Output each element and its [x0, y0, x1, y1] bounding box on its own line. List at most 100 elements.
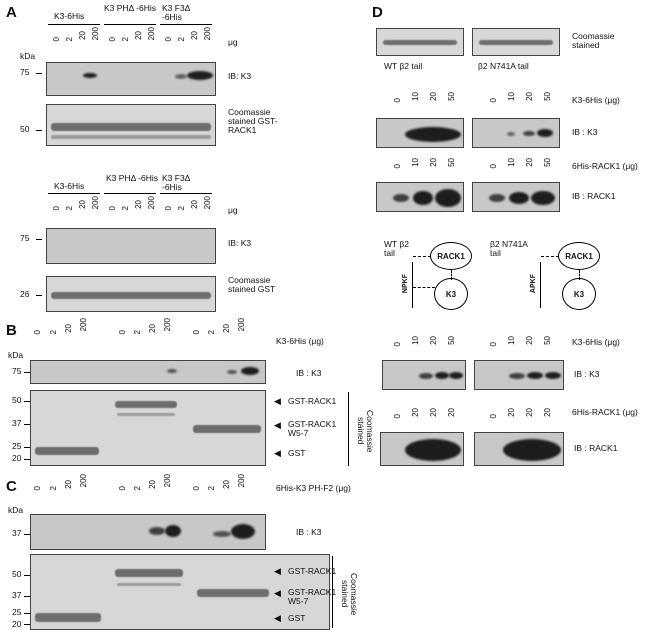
b-marker-1: GST-RACK1 — [288, 396, 337, 406]
lane-label: 50 — [543, 92, 552, 101]
d-schema-wt-link — [451, 270, 452, 280]
b-arrow-2: ◀ — [274, 420, 281, 430]
lane-label: 200 — [237, 318, 246, 332]
c-arrow-1: ◀ — [274, 566, 281, 577]
lane-label: 20 — [64, 324, 73, 333]
a-bot-group-1: K3-6His — [54, 181, 85, 191]
lane-label: 0 — [118, 330, 127, 335]
lane-label: 20 — [429, 158, 438, 167]
lane-label: 10 — [411, 336, 420, 345]
d-schema-wt-dash-1 — [413, 256, 431, 257]
a-bot-underline-3 — [160, 193, 212, 194]
lane-label: 20 — [134, 31, 143, 40]
lane-label: 50 — [543, 336, 552, 345]
d-lanes-3: 0 10 20 50 0 10 20 50 — [376, 328, 566, 358]
a-top-lanes: 0 2 20 200 0 2 20 200 0 2 20 200 — [48, 27, 214, 61]
c-marker-1: GST-RACK1 — [288, 566, 337, 576]
lane-label: 20 — [411, 408, 420, 417]
lane-label: 200 — [163, 474, 172, 488]
d-ib-rack1-wt-2 — [380, 432, 464, 466]
lane-label: 2 — [65, 206, 74, 211]
a-mw-75-bottom: 75 — [20, 233, 30, 243]
b-lanes: 0 2 20 200 0 2 20 200 0 2 20 200 — [28, 318, 258, 350]
lane-label: 0 — [118, 486, 127, 491]
lane-label: 0 — [393, 414, 402, 419]
b-marker-3: GST — [288, 448, 306, 458]
d-schema-mut-motif: APKF — [530, 274, 537, 294]
lane-label: 2 — [49, 330, 58, 335]
c-mw-50: 50 — [12, 569, 22, 579]
d-schema-wt-k3: K3 — [434, 278, 468, 310]
lane-label: 200 — [91, 196, 100, 210]
lane-label: 200 — [163, 318, 172, 332]
lane-label: 0 — [33, 330, 42, 335]
lane-label: 50 — [447, 336, 456, 345]
lane-label: 2 — [177, 206, 186, 211]
lane-label: 0 — [393, 98, 402, 103]
d-schema-wt-motif: NPKF — [402, 274, 409, 294]
panel-a-label: A — [6, 4, 17, 21]
lane-label: 200 — [147, 27, 156, 41]
lane-label: 20 — [190, 200, 199, 209]
b-mw-20: 20 — [12, 453, 22, 463]
panel-b-label: B — [6, 322, 17, 339]
d-coomassie-mut — [472, 28, 560, 56]
lane-label: 20 — [525, 92, 534, 101]
a-gel-bottom — [46, 276, 216, 312]
d-schema-wt-label: WT β2 tail — [384, 239, 410, 258]
panel-c-label: C — [6, 478, 17, 495]
d-ib-k3-wt — [376, 118, 464, 148]
d-ib-rack1-mut — [472, 182, 560, 212]
a-mw-75: 75 — [20, 67, 30, 77]
c-arrow-3: ◀ — [274, 613, 281, 623]
a-ib-label-bottom: IB: K3 — [228, 238, 252, 248]
c-marker-3: GST — [288, 613, 306, 623]
lane-label: 200 — [203, 196, 212, 210]
d-schema-mut-dash — [541, 256, 559, 257]
lane-label: 0 — [489, 414, 498, 419]
a-ib-blot-bottom — [46, 228, 216, 264]
panel-d-label: D — [372, 4, 383, 21]
lane-label: 2 — [133, 330, 142, 335]
lane-label: 2 — [65, 37, 74, 42]
d-schema-wt-rack1: RACK1 — [430, 242, 472, 270]
c-mw-37: 37 — [12, 528, 22, 538]
d-ib-rack1-mut-2 — [474, 432, 564, 466]
lane-label: 2 — [121, 206, 130, 211]
lane-label: 0 — [489, 342, 498, 347]
lane-label: 20 — [134, 200, 143, 209]
lane-label: 0 — [33, 486, 42, 491]
lane-label: 20 — [222, 324, 231, 333]
d-treatment-2: 6His-RACK1 (μg) — [572, 161, 638, 171]
lane-label: 20 — [222, 480, 231, 489]
lane-label: 0 — [108, 37, 117, 42]
lane-label: 50 — [543, 158, 552, 167]
a-bottom-lanes: 0 2 20 200 0 2 20 200 0 2 20 200 — [48, 196, 214, 230]
lane-label: 0 — [164, 37, 173, 42]
c-kda: kDa — [8, 505, 24, 515]
a-top-underline-3 — [160, 24, 212, 25]
a-top-group-1: K3-6His — [54, 11, 85, 21]
d-lanes-2: 0 10 20 50 0 10 20 50 — [376, 150, 566, 180]
d-ib-rack1-wt — [376, 182, 464, 212]
d-schema-mut-k3: K3 — [562, 278, 596, 310]
d-ib-label-3: IB : K3 — [574, 369, 600, 379]
d-ib-k3-wt-2 — [382, 360, 466, 390]
b-arrow-1: ◀ — [274, 396, 281, 406]
lane-label: 20 — [525, 158, 534, 167]
b-marker-2: GST-RACK1 W5-7 — [288, 419, 337, 438]
b-kda: kDa — [8, 350, 24, 360]
lane-label: 200 — [91, 27, 100, 41]
lane-label: 0 — [192, 486, 201, 491]
d-ib-label-1: IB : K3 — [572, 127, 598, 137]
lane-label: 2 — [49, 486, 58, 491]
lane-label: 0 — [52, 206, 61, 211]
b-gel — [30, 390, 266, 466]
lane-label: 2 — [177, 37, 186, 42]
lane-label: 20 — [525, 408, 534, 417]
b-ib-label: IB : K3 — [296, 368, 322, 378]
d-ib-label-4: IB : RACK1 — [574, 443, 618, 453]
a-bot-group-2: K3 PHΔ -6His — [106, 173, 158, 183]
d-schema-mut-label: β2 N741A tail — [490, 239, 528, 258]
d-schema-mut-tail — [540, 262, 541, 308]
